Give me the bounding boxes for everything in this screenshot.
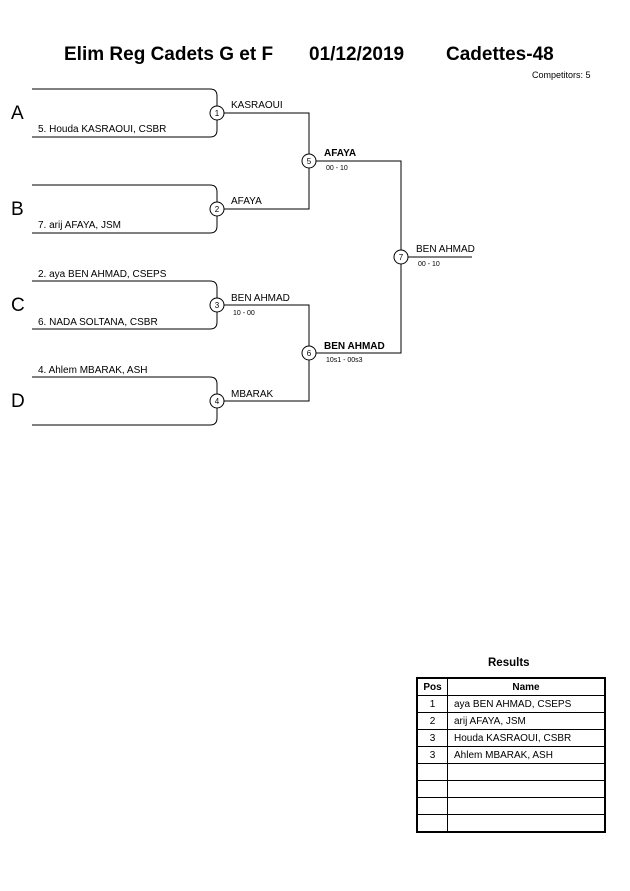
match-3-circle xyxy=(209,297,225,313)
result-name xyxy=(447,814,606,833)
entry-kasraoui: 5. Houda KASRAOUI, CSBR xyxy=(38,124,166,135)
pool-c-label: C xyxy=(11,295,25,316)
match-4-circle xyxy=(209,393,225,409)
result-name xyxy=(447,797,606,815)
entry-afaya: 7. arij AFAYA, JSM xyxy=(38,220,121,231)
match-2-circle xyxy=(209,201,225,217)
match-5-circle xyxy=(301,153,317,169)
pool-a-label: A xyxy=(11,103,24,124)
match-4-winner: MBARAK xyxy=(231,389,274,400)
match-3-winner: BEN AHMAD xyxy=(231,293,290,304)
match-1-circle xyxy=(209,105,225,121)
match-2-winner: AFAYA xyxy=(231,196,262,207)
results-header-row: Pos Name xyxy=(416,677,606,696)
result-pos xyxy=(416,763,448,781)
results-title: Results xyxy=(488,657,530,669)
match-6-number: 6 xyxy=(307,349,312,358)
match-7-number: 7 xyxy=(399,253,404,262)
pos-column-header: Pos xyxy=(416,677,448,696)
match-6-winner: BEN AHMAD xyxy=(324,341,385,352)
match-5-score: 00 - 10 xyxy=(326,165,348,172)
match-5-bracket xyxy=(224,112,310,210)
match-6-bracket xyxy=(224,304,310,402)
event-date: 01/12/2019 xyxy=(309,44,405,65)
event-title: Elim Reg Cadets G et F xyxy=(64,44,274,65)
match-5-winner: AFAYA xyxy=(324,148,356,159)
match-3-number: 3 xyxy=(215,301,220,310)
match-1-winner: KASRAOUI xyxy=(231,100,283,111)
result-name: aya BEN AHMAD, CSEPS xyxy=(447,695,606,713)
category-title: Cadettes-48 xyxy=(446,44,554,65)
result-pos xyxy=(416,814,448,833)
pool-d-label: D xyxy=(11,391,25,412)
entry-ben-ahmad: 2. aya BEN AHMAD, CSEPS xyxy=(38,269,167,280)
result-name: arij AFAYA, JSM xyxy=(447,712,606,730)
result-pos: 3 xyxy=(416,746,448,764)
result-pos: 2 xyxy=(416,712,448,730)
pool-b-label: B xyxy=(11,199,24,220)
match-7-circle xyxy=(393,249,409,265)
result-pos: 1 xyxy=(416,695,448,713)
entry-mbarak: 4. Ahlem MBARAK, ASH xyxy=(38,365,148,376)
match-5-number: 5 xyxy=(307,157,312,166)
result-name xyxy=(447,763,606,781)
match-7-bracket xyxy=(316,160,402,354)
match-7-winner: BEN AHMAD xyxy=(416,244,475,255)
table-row xyxy=(416,814,606,833)
match-6-score: 10s1 - 00s3 xyxy=(326,357,363,364)
name-column-header: Name xyxy=(447,677,606,696)
result-pos xyxy=(416,797,448,815)
competitors-count: Competitors: 5 xyxy=(532,70,591,80)
match-4-bracket xyxy=(32,376,218,426)
table-row xyxy=(416,780,606,798)
result-name: Ahlem MBARAK, ASH xyxy=(447,746,606,764)
match-3-score: 10 - 00 xyxy=(233,310,255,317)
match-7-score: 00 - 10 xyxy=(418,261,440,268)
match-1-number: 1 xyxy=(215,109,220,118)
match-6-circle xyxy=(301,345,317,361)
result-pos: 3 xyxy=(416,729,448,747)
result-name: Houda KASRAOUI, CSBR xyxy=(447,729,606,747)
match-2-number: 2 xyxy=(215,205,220,214)
result-name xyxy=(447,780,606,798)
result-pos xyxy=(416,780,448,798)
entry-soltana: 6. NADA SOLTANA, CSBR xyxy=(38,317,158,328)
table-row xyxy=(416,763,606,781)
match-4-number: 4 xyxy=(215,397,220,406)
table-row xyxy=(416,797,606,815)
